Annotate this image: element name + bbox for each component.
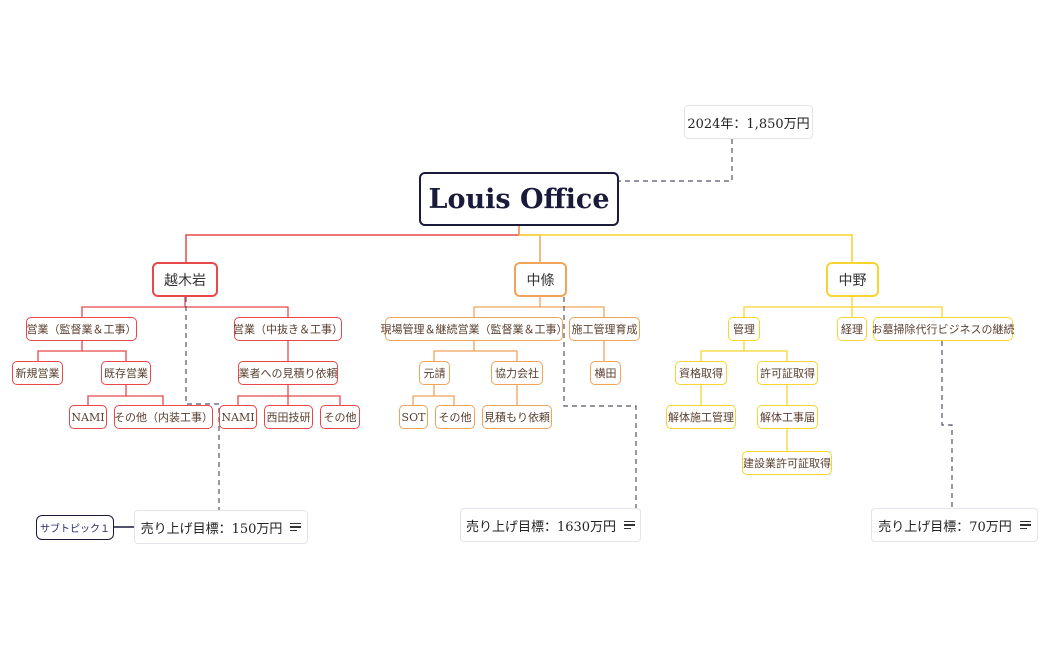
topic-label: 業者への見積り依頼 bbox=[238, 367, 338, 380]
topic-mitsumori[interactable]: 業者への見積り依頼 bbox=[238, 361, 338, 385]
note-icon[interactable] bbox=[624, 520, 636, 530]
topic-label: 資格取得 bbox=[679, 367, 723, 380]
topic-label: NAMI bbox=[221, 410, 255, 424]
topic-label: お墓掃除代行ビジネスの継続 bbox=[871, 323, 1015, 336]
topic-shikaku[interactable]: 資格取得 bbox=[675, 361, 727, 385]
topic-label: その他 bbox=[438, 411, 472, 424]
topic-keiri[interactable]: 経理 bbox=[837, 317, 867, 341]
topic-yokota[interactable]: 横田 bbox=[590, 361, 621, 385]
topic-label: 既存営業 bbox=[104, 367, 148, 380]
topic-label: 協力会社 bbox=[495, 367, 539, 380]
branch-koshikiiwa[interactable]: 越木岩 bbox=[152, 262, 218, 297]
topic-mitsumori-irai[interactable]: 見積もり依頼 bbox=[482, 405, 552, 429]
target-callout-nakajo[interactable]: 売り上げ目標：1630万円 bbox=[460, 508, 641, 542]
note-icon[interactable] bbox=[290, 522, 302, 532]
branch-nakajo[interactable]: 中條 bbox=[514, 262, 567, 297]
topic-kensetsu[interactable]: 建設業許可証取得 bbox=[742, 451, 832, 475]
topic-label: 新規営業 bbox=[15, 367, 60, 380]
topic-label: 横田 bbox=[594, 367, 617, 380]
topic-label: その他 bbox=[323, 411, 357, 424]
root-node[interactable]: Louis Office bbox=[419, 172, 619, 226]
topic-kyoryoku[interactable]: 協力会社 bbox=[491, 361, 543, 385]
branch-label: 中條 bbox=[526, 272, 555, 289]
topic-nami-2[interactable]: NAMI bbox=[219, 405, 257, 429]
topic-label: 解体施工管理 bbox=[668, 411, 734, 424]
topic-label: 営業（監督業＆工事） bbox=[26, 323, 137, 336]
topic-label: 営業（中抜き＆工事） bbox=[233, 323, 343, 336]
topic-eigyo-kantoku[interactable]: 営業（監督業＆工事） bbox=[26, 317, 137, 341]
topic-kaitai-seko[interactable]: 解体施工管理 bbox=[666, 405, 736, 429]
topic-label: 許可証取得 bbox=[760, 367, 815, 380]
floating-subtopic[interactable]: サブトピック１ bbox=[36, 515, 114, 540]
branch-label: 中野 bbox=[838, 272, 867, 289]
note-icon[interactable] bbox=[1019, 520, 1031, 530]
topic-ohaka[interactable]: お墓掃除代行ビジネスの継続 bbox=[871, 317, 1015, 341]
root-label: Louis Office bbox=[428, 183, 610, 215]
topic-label: 現場管理＆継続営業（監督業＆工事） bbox=[380, 323, 568, 336]
topic-label: その他（内装工事） bbox=[114, 411, 213, 424]
topic-label: 施工管理育成 bbox=[571, 323, 638, 336]
topic-shinki[interactable]: 新規営業 bbox=[12, 361, 63, 385]
topic-label: NAMI bbox=[71, 410, 105, 424]
target-callout-nakano[interactable]: 売り上げ目標：70万円 bbox=[871, 508, 1038, 542]
topic-motouke[interactable]: 元請 bbox=[419, 361, 450, 385]
topic-label: 管理 bbox=[733, 323, 755, 336]
topic-label: 元請 bbox=[423, 367, 446, 380]
branch-nakano[interactable]: 中野 bbox=[826, 262, 879, 297]
topic-label: 建設業許可証取得 bbox=[743, 457, 831, 470]
topic-label: 見積もり依頼 bbox=[484, 411, 550, 424]
topic-label: 解体工事届 bbox=[760, 411, 815, 424]
summary-callout[interactable]: 2024年：1,850万円 bbox=[684, 105, 813, 139]
topic-kyoka[interactable]: 許可証取得 bbox=[757, 361, 818, 385]
topic-nami-1[interactable]: NAMI bbox=[69, 405, 107, 429]
target-label: 売り上げ目標：70万円 bbox=[878, 519, 1012, 535]
topic-eigyo-nakanuki[interactable]: 営業（中抜き＆工事） bbox=[233, 317, 343, 341]
topic-sonota[interactable]: その他 bbox=[435, 405, 475, 429]
topic-label: SOT bbox=[401, 410, 426, 424]
summary-label: 2024年：1,850万円 bbox=[687, 116, 810, 132]
topic-kanri[interactable]: 管理 bbox=[728, 317, 760, 341]
topic-sot[interactable]: SOT bbox=[399, 405, 428, 429]
topic-label: 経理 bbox=[841, 323, 863, 336]
subtopic-label: サブトピック１ bbox=[40, 524, 110, 535]
topic-sonota-naiso[interactable]: その他（内装工事） bbox=[114, 405, 213, 429]
target-label: 売り上げ目標：150万円 bbox=[140, 521, 283, 537]
topic-genba[interactable]: 現場管理＆継続営業（監督業＆工事） bbox=[381, 317, 568, 341]
target-label: 売り上げ目標：1630万円 bbox=[465, 519, 617, 535]
topic-kaitai-todoke[interactable]: 解体工事届 bbox=[757, 405, 818, 429]
target-callout-koshikiiwa[interactable]: 売り上げ目標：150万円 bbox=[134, 510, 308, 544]
topic-seko[interactable]: 施工管理育成 bbox=[569, 317, 640, 341]
branch-label: 越木岩 bbox=[164, 272, 206, 289]
topic-sonota-2[interactable]: その他 bbox=[320, 405, 360, 429]
topic-nishida[interactable]: 西田技研 bbox=[264, 405, 313, 429]
topic-label: 西田技研 bbox=[266, 411, 311, 424]
topic-kizon[interactable]: 既存営業 bbox=[101, 361, 151, 385]
